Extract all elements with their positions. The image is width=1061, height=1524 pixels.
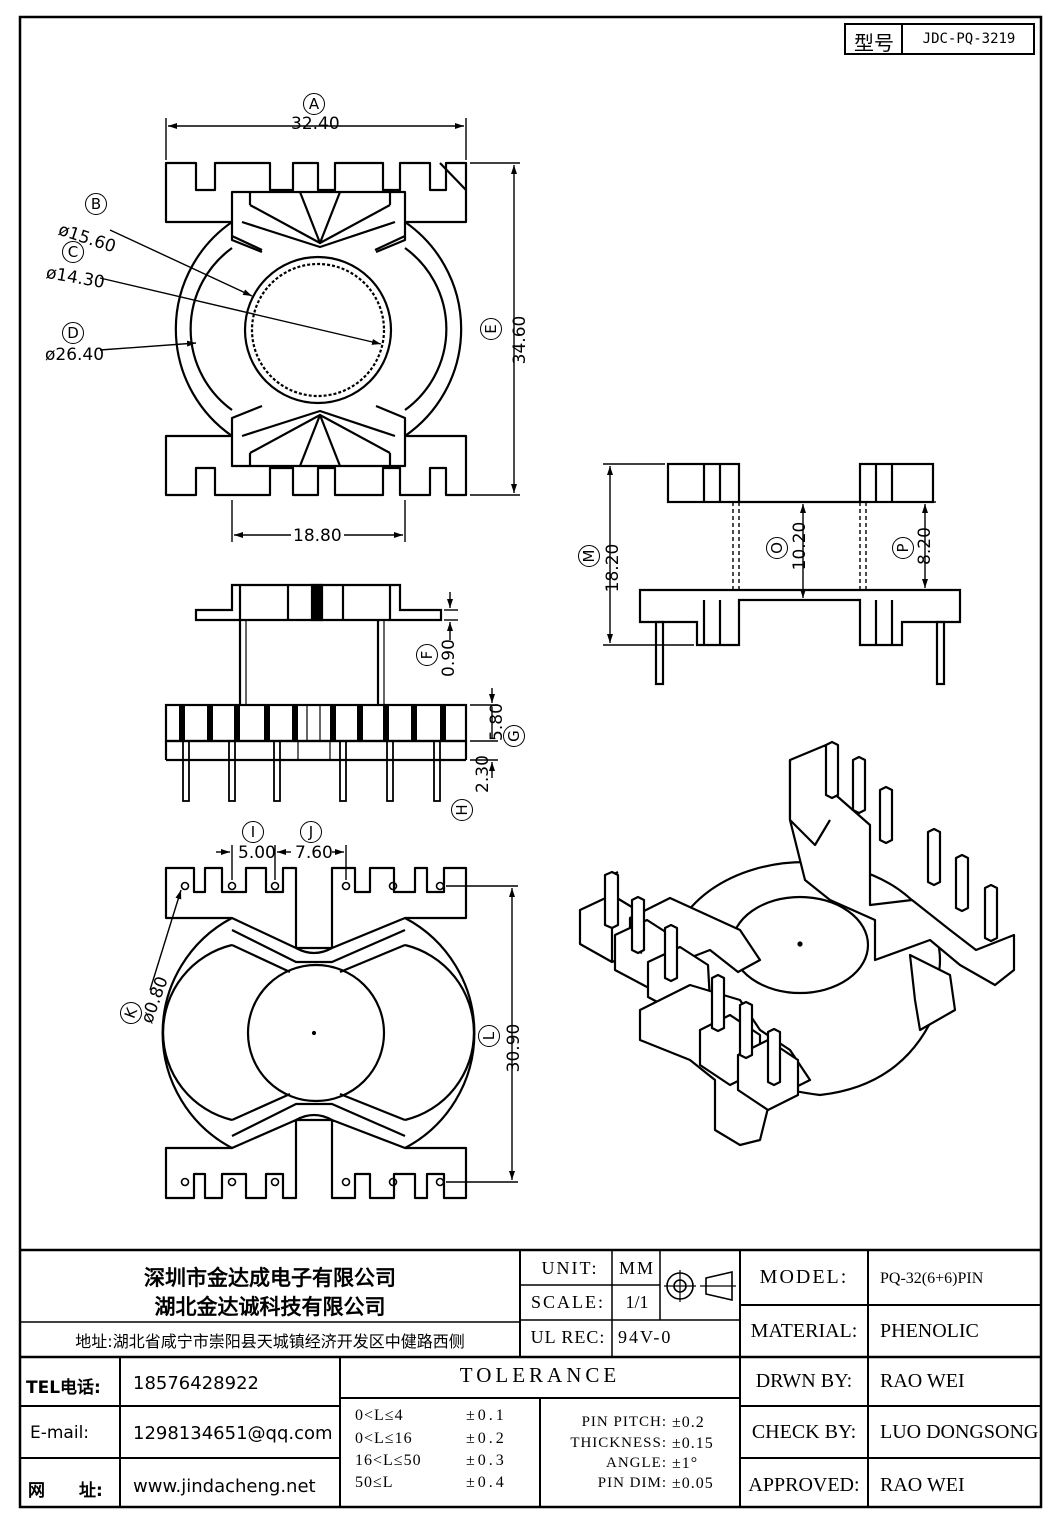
company-address: 地址:湖北省咸宁市崇阳县天城镇经济开发区中健路西侧 — [75, 1332, 465, 1351]
tol2-label: PIN PITCH: — [581, 1414, 667, 1430]
tol2-label: ANGLE: — [606, 1455, 667, 1471]
unit-label: UNIT: — [541, 1258, 599, 1278]
approved-value: RAO WEI — [880, 1474, 965, 1496]
model-box-label: 型号 — [854, 31, 894, 55]
scale-label: SCALE: — [530, 1292, 605, 1312]
check-label: CHECK BY: — [751, 1421, 857, 1443]
sheet-border — [18, 15, 1043, 1509]
dim-value-O: 10.20 — [790, 521, 810, 571]
dim-value-P: 8.20 — [915, 527, 935, 565]
web-value: www.jindacheng.net — [133, 1476, 316, 1497]
dim-letter-C: C — [62, 241, 84, 263]
dim-value-F: 0.90 — [439, 639, 459, 677]
tol-value: ±0.2 — [466, 1430, 507, 1447]
company-name-1: 深圳市金达成电子有限公司 — [144, 1266, 396, 1290]
dim-letter-I: I — [242, 821, 264, 843]
ulrec-value: 94V-0 — [618, 1327, 673, 1347]
tol2-value: ±0.05 — [672, 1475, 714, 1492]
dim-letter-M: M — [578, 545, 600, 567]
dim-letter-B: B — [85, 193, 107, 215]
dim-value-H: 2.30 — [473, 755, 493, 793]
front-view — [164, 583, 468, 802]
top-view — [164, 161, 468, 497]
tol2-label: THICKNESS: — [570, 1435, 667, 1451]
company-name-2: 湖北金达诚科技有限公司 — [154, 1295, 386, 1319]
material-value: PHENOLIC — [880, 1320, 979, 1342]
dim-letter-O: O — [766, 537, 788, 559]
web-label: 网 址: — [28, 1481, 103, 1501]
approved-label: APPROVED: — [748, 1474, 860, 1496]
dim-value-M: 18.20 — [603, 543, 623, 593]
email-label: E-mail: — [30, 1423, 90, 1443]
bottom-view — [161, 866, 476, 1200]
dim-letter-E: E — [480, 318, 502, 340]
dim-value-I: 5.00 — [238, 843, 276, 863]
dim-letter-D: D — [62, 322, 84, 344]
dim-value-E: 34.60 — [510, 315, 530, 365]
tol-range: 50≤L — [355, 1474, 394, 1491]
tel-label: TEL电话: — [26, 1378, 101, 1398]
check-value: LUO DONGSONG — [880, 1421, 1039, 1443]
dim-value-J: 7.60 — [295, 843, 333, 863]
isometric-view — [578, 740, 1016, 1147]
dim-letter-H: H — [451, 799, 473, 821]
side-view-dimensions — [603, 463, 936, 646]
tol-value: ±0.3 — [466, 1452, 507, 1469]
email-value: 1298134651@qq.com — [133, 1423, 333, 1444]
dim-letter-G: G — [503, 725, 525, 747]
dim-letter-L: L — [478, 1025, 500, 1047]
tol2-value: ±0.2 — [672, 1414, 705, 1431]
title-block-lines — [20, 23, 1041, 1507]
model-box-value: JDC-PQ-3219 — [922, 31, 1016, 47]
dim-letter-J: J — [300, 821, 322, 843]
top-view-dimensions — [99, 118, 520, 542]
dim-value-A: 32.40 — [291, 114, 340, 134]
tol-range: 16<L≤50 — [355, 1452, 422, 1469]
dim-value-18-80: 18.80 — [291, 526, 344, 546]
dim-letter-P: P — [892, 537, 914, 559]
dim-letter-A: A — [303, 93, 325, 115]
tol-range: 0<L≤16 — [355, 1430, 413, 1447]
tol2-label: PIN DIM: — [597, 1475, 667, 1491]
model-value: PQ-32(6+6)PIN — [880, 1270, 984, 1287]
scale-value: 1/1 — [625, 1292, 649, 1312]
front-view-dimensions — [444, 592, 498, 778]
dim-letter-F: F — [416, 644, 438, 666]
tol2-value: ±1° — [672, 1455, 699, 1472]
tel-value: 18576428922 — [133, 1373, 259, 1394]
tol-value: ±0.1 — [466, 1407, 507, 1424]
drawn-value: RAO WEI — [880, 1370, 965, 1392]
material-label: MATERIAL: — [750, 1320, 858, 1342]
bottom-view-dimensions — [149, 845, 518, 1183]
tolerance-title: TOLERANCE — [459, 1363, 621, 1387]
dim-value-L: 30.90 — [504, 1023, 524, 1073]
model-label: MODEL: — [759, 1266, 849, 1288]
tol2-value: ±0.15 — [672, 1435, 714, 1452]
tol-range: 0<L≤4 — [355, 1407, 404, 1424]
unit-value: MM — [618, 1258, 655, 1278]
ulrec-label: UL REC: — [530, 1327, 606, 1347]
tol-value: ±0.4 — [466, 1474, 507, 1491]
drawn-label: DRWN BY: — [755, 1370, 853, 1392]
dim-value-D: ø26.40 — [45, 345, 105, 365]
side-view — [638, 462, 962, 686]
